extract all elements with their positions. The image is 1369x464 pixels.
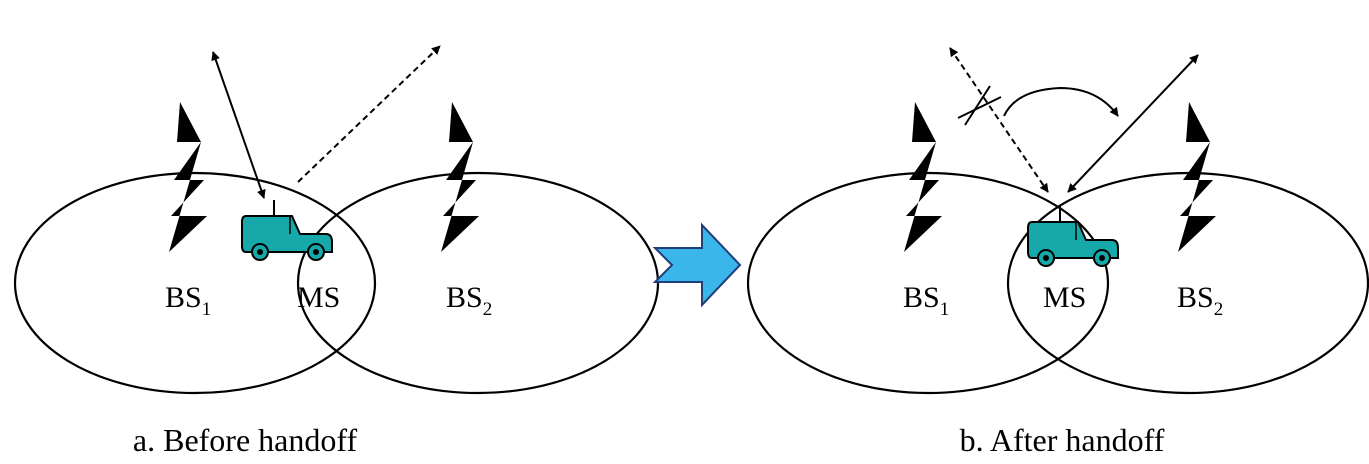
panel-before-handoff: BS1 MS BS2 a. Before handoff [13, 4, 660, 458]
right-arrow-icon [652, 222, 742, 308]
label-bs1: BS1 [165, 281, 211, 320]
label-bs1: BS1 [903, 281, 949, 320]
tower-bs2-icon [441, 4, 481, 252]
switch-arc-arrow [1003, 86, 1119, 117]
label-ms: MS [1043, 281, 1086, 314]
vehicle-icon [241, 199, 333, 261]
link-bs1-ms-dropped [949, 47, 1049, 193]
link-ms-bs2-probe [297, 45, 441, 183]
panel-after-handoff: BS1 MS BS2 b. After handoff [746, 4, 1369, 458]
vehicle-icon [1027, 205, 1119, 267]
link-bs1-ms [211, 51, 266, 199]
link-break-mark [957, 96, 1002, 119]
label-bs2: BS2 [1177, 281, 1223, 320]
link-ms-bs2 [1067, 54, 1199, 193]
tower-bs2-icon [1178, 4, 1218, 252]
tower-bs1-icon [169, 4, 209, 252]
cell-bs1 [13, 171, 377, 395]
label-ms: MS [297, 281, 340, 314]
caption-before: a. Before handoff [133, 422, 358, 458]
link-break-mark [964, 85, 991, 126]
caption-after: b. After handoff [960, 422, 1165, 458]
label-bs2: BS2 [446, 281, 492, 320]
tower-bs1-icon [904, 4, 944, 252]
cell-bs1 [746, 171, 1110, 395]
